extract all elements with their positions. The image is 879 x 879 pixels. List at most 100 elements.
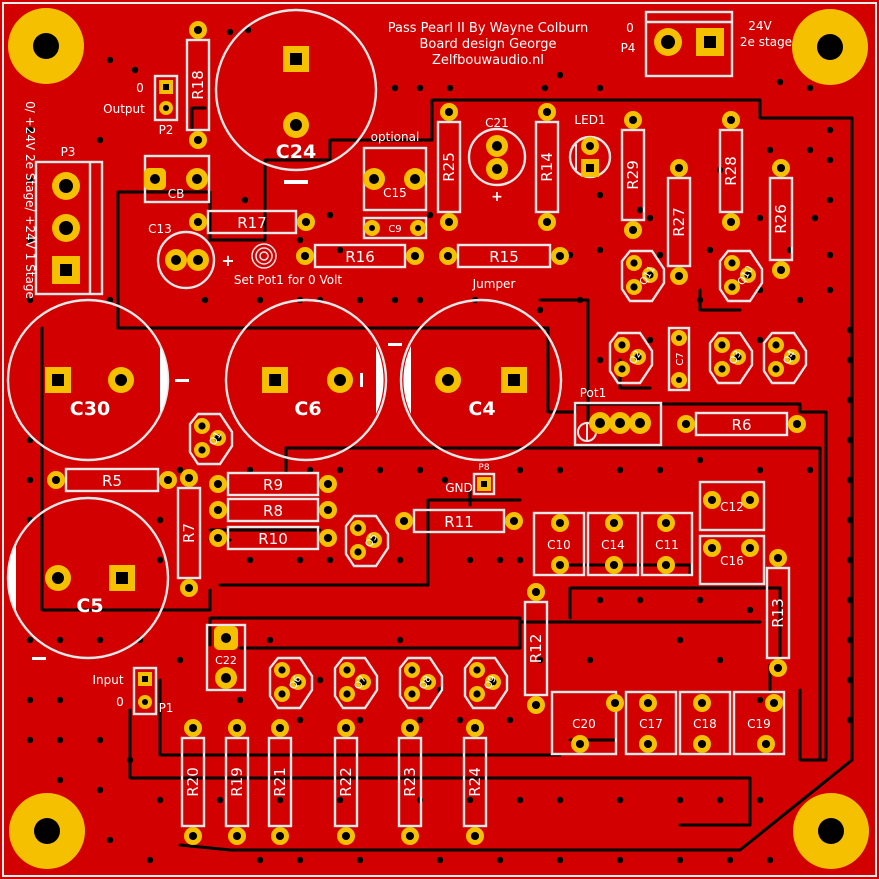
- cap-c24-label: C24: [276, 141, 316, 163]
- connector-p8-label: P8: [478, 463, 489, 473]
- cap-c16-label: C16: [720, 554, 744, 568]
- cap-c20-label: C20: [572, 717, 596, 731]
- cap-c5: C5: [6, 496, 170, 660]
- resistor-r15-label: R15: [489, 248, 519, 266]
- c13-plus: +: [221, 251, 234, 270]
- p4-24v-label: 24V: [748, 19, 772, 33]
- mounting-hole-top-right: [792, 9, 868, 85]
- resistor-r8: R8: [209, 497, 337, 523]
- output-label: Output: [103, 102, 145, 116]
- gnd-label: GND: [445, 481, 473, 495]
- cap-c30-label: C30: [70, 398, 110, 420]
- title-block: Pass Pearl II By Wayne Colburn Board des…: [388, 21, 588, 68]
- cap-c30: C30: [6, 298, 189, 462]
- transistor-q8: Q8: [398, 656, 444, 710]
- resistor-r14: R14: [534, 103, 560, 231]
- input-label: Input: [92, 673, 123, 687]
- transistor-q1: Q1: [188, 412, 234, 466]
- resistor-r7-label: R7: [180, 523, 198, 543]
- cap-c21-label: C21: [485, 116, 509, 130]
- cap-c19: C19: [732, 690, 786, 756]
- resistor-r13: R13: [765, 549, 791, 677]
- resistor-r25: R25: [436, 103, 462, 231]
- pot1: Pot1: [573, 386, 663, 447]
- cap-c4: C4: [388, 298, 563, 462]
- resistor-r24-label: R24: [466, 767, 484, 797]
- resistor-r14-label: R14: [538, 152, 556, 182]
- transistor-q6: Q6: [268, 656, 314, 710]
- resistor-r16-label: R16: [345, 248, 375, 266]
- resistor-r23-label: R23: [401, 767, 419, 797]
- cap-c11-label: C11: [655, 538, 679, 552]
- jumper-label: Jumper: [472, 277, 516, 291]
- resistor-r28-label: R28: [722, 156, 740, 186]
- cap-c16: C16: [698, 534, 766, 586]
- p1-zero-label: 0: [116, 695, 124, 709]
- resistor-r12: R12: [523, 583, 549, 714]
- resistor-r22: R22: [333, 719, 359, 845]
- resistor-r28: R28: [718, 111, 744, 231]
- cap-c13: C13 +: [148, 222, 235, 290]
- led1-label: LED1: [574, 113, 605, 127]
- cap-c21: C21 +: [467, 116, 527, 205]
- resistor-r27: R27: [666, 159, 692, 285]
- cap-c11: C11: [640, 511, 694, 577]
- resistor-r11-label: R11: [444, 513, 474, 531]
- title-line-3: Zelfbouwaudio.nl: [432, 53, 544, 68]
- resistor-r5: R5: [47, 467, 177, 493]
- resistor-r24: R24: [462, 719, 488, 845]
- mounting-hole-bottom-right: [793, 793, 869, 869]
- cap-c5-label: C5: [76, 595, 103, 617]
- resistor-r5-label: R5: [102, 472, 122, 490]
- resistor-r22-label: R22: [337, 767, 355, 797]
- p2-zero-label: 0: [136, 81, 144, 95]
- resistor-r6-label: R6: [732, 416, 752, 434]
- via-field: [26, 26, 854, 864]
- resistor-r20-label: R20: [184, 767, 202, 797]
- cap-c7-label: C7: [675, 352, 686, 365]
- resistor-r8-label: R8: [263, 502, 283, 520]
- resistor-r17: R17: [189, 209, 315, 235]
- cap-c20: C20: [550, 690, 624, 756]
- resistor-r26-label: R26: [772, 204, 790, 234]
- resistor-r9: R9: [209, 471, 337, 497]
- cap-c15-label: C15: [383, 186, 407, 200]
- cap-c17-label: C17: [639, 717, 663, 731]
- p4-zero-label: 0: [626, 21, 634, 35]
- cap-c7: C7: [667, 326, 691, 392]
- title-line-2: Board design George: [420, 37, 557, 52]
- title-line-1: Pass Pearl II By Wayne Colburn: [388, 21, 588, 36]
- cap-c17: C17: [624, 690, 678, 756]
- test-point-icon: Set Pot1 for 0 Volt: [234, 243, 343, 287]
- connector-p1-label: P1: [159, 701, 174, 715]
- connector-p8: P8 GND: [445, 463, 496, 496]
- resistor-r18: R18: [185, 21, 211, 149]
- resistor-r19-label: R19: [228, 767, 246, 797]
- cap-c18: C18: [678, 690, 732, 756]
- transistor-q11: Q11: [620, 249, 666, 303]
- resistor-r6: R6: [677, 411, 806, 437]
- resistor-r29-label: R29: [624, 160, 642, 190]
- p4-stage-label: 2e stage: [740, 35, 792, 49]
- connector-p2-label: P2: [159, 123, 174, 137]
- mounting-hole-bottom-left: [9, 793, 85, 869]
- resistor-r25-label: R25: [440, 152, 458, 182]
- cap-c14-label: C14: [601, 538, 625, 552]
- set-pot-label: Set Pot1 for 0 Volt: [234, 273, 343, 287]
- resistor-r9-label: R9: [263, 476, 283, 494]
- cap-c15: C15 optional: [362, 130, 428, 212]
- optional-label: optional: [371, 130, 420, 144]
- cap-cb-label: CB: [168, 187, 185, 201]
- cap-c12-label: C12: [720, 500, 744, 514]
- connector-p2: P2 Output 0: [103, 74, 179, 137]
- resistor-r23: R23: [397, 719, 423, 845]
- cap-c22: C22: [205, 623, 247, 692]
- resistor-r12-label: R12: [527, 634, 545, 664]
- cap-c9: C9: [362, 216, 428, 240]
